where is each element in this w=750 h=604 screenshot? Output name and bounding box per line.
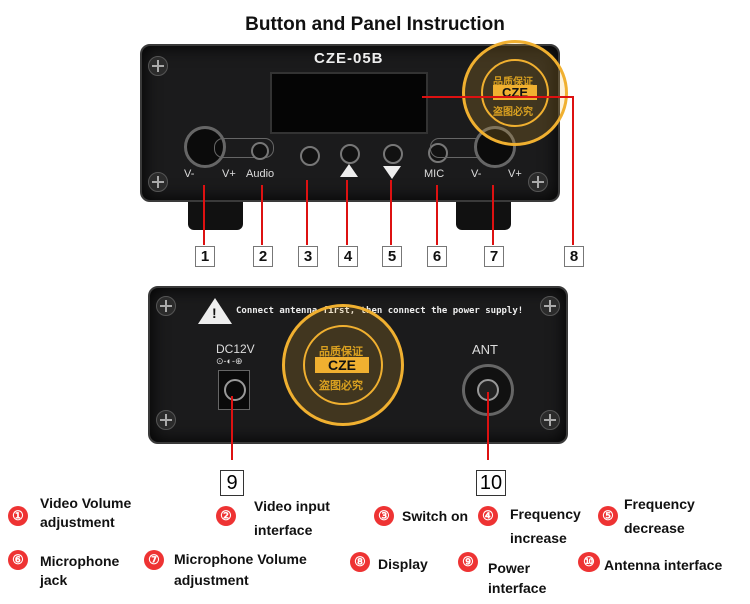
seal-top-text: 品质保证 [493, 77, 533, 88]
legend-text-10: Antenna interface [604, 557, 723, 573]
legend-num-7: ⑦ [144, 550, 164, 570]
down-arrow-icon [383, 166, 401, 179]
legend-text-2: Video input interface [254, 498, 330, 538]
v-minus-label: V- [184, 168, 195, 180]
legend-num-6: ⑥ [8, 550, 28, 570]
legend-text-1: Video Volume adjustment [40, 495, 132, 530]
screw-icon [540, 410, 560, 430]
quality-seal-back: 品质保证 CZE 盗图必究 [282, 304, 404, 426]
marker-8: 8 [564, 246, 584, 267]
legend-num-8: ⑧ [350, 552, 370, 572]
mic-label: MIC [424, 168, 445, 180]
legend-text-5: Frequency decrease [624, 496, 695, 536]
seal-bottom-text: 盗图必究 [319, 380, 363, 392]
v-minus-right-label: V- [471, 168, 482, 180]
marker-9: 9 [220, 470, 244, 496]
legend-num-1: ① [8, 506, 28, 526]
legend-num-5: ⑤ [598, 506, 618, 526]
screw-icon [528, 172, 548, 192]
v-plus-right-label: V+ [508, 168, 522, 180]
marker-10: 10 [476, 470, 506, 496]
warning-text: Connect antenna first, then connect the … [236, 306, 524, 316]
power-button[interactable] [300, 146, 320, 166]
warning-icon [198, 298, 232, 324]
dc-power-jack[interactable] [218, 370, 250, 410]
marker-2: 2 [253, 246, 273, 267]
dc-polarity: ⊙-◐-⊕ [216, 356, 243, 366]
screw-icon [156, 410, 176, 430]
seal-top-text: 品质保证 [319, 346, 363, 358]
screw-icon [540, 296, 560, 316]
marker-7: 7 [484, 246, 504, 267]
legend-text-3: Switch on [402, 508, 469, 524]
marker-5: 5 [382, 246, 402, 267]
audio-label: Audio [246, 168, 275, 180]
legend-text-8: Display [378, 556, 428, 572]
dc-label: DC12V [216, 342, 255, 356]
warning-mark: ! [212, 305, 217, 321]
up-arrow-icon [340, 164, 358, 177]
legend-text-4: Frequency increase [510, 506, 581, 546]
legend-num-2: ② [216, 506, 236, 526]
legend-text-7: Microphone Volume adjustment [174, 551, 307, 588]
screw-icon [148, 172, 168, 192]
legend-num-4: ④ [478, 506, 498, 526]
legend-num-9: ⑨ [458, 552, 478, 572]
legend-num-3: ③ [374, 506, 394, 526]
model-label: CZE-05B [314, 50, 384, 67]
marker-3: 3 [298, 246, 318, 267]
legend-text-6: Microphone jack [40, 553, 120, 588]
video-volume-track [214, 138, 274, 158]
marker-4: 4 [338, 246, 358, 267]
marker-6: 6 [427, 246, 447, 267]
legend-num-10: ⑩ [578, 552, 600, 572]
audio-jack[interactable] [251, 142, 269, 160]
display-screen [270, 72, 428, 134]
seal-bottom-text: 盗图必究 [493, 107, 533, 118]
ant-label: ANT [472, 342, 498, 357]
frequency-up-button[interactable] [340, 144, 360, 164]
marker-1: 1 [195, 246, 215, 267]
screw-icon [156, 296, 176, 316]
screw-icon [148, 56, 168, 76]
video-volume-knob[interactable] [184, 126, 226, 168]
page-title: Button and Panel Instruction [245, 14, 505, 35]
quality-seal: 品质保证 CZE 盗图必究 [462, 40, 568, 146]
v-plus-label: V+ [222, 168, 236, 180]
seal-brand: CZE [315, 357, 369, 373]
frequency-down-button[interactable] [383, 144, 403, 164]
legend-text-9: Power interface [488, 560, 547, 596]
